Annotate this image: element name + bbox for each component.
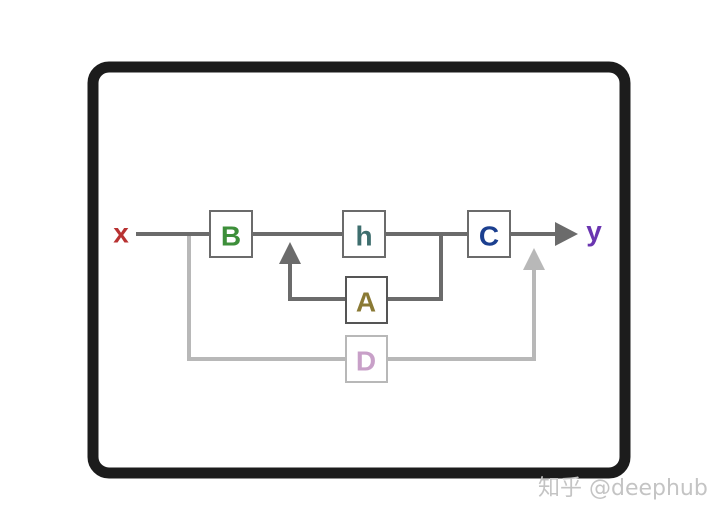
block-b	[209, 210, 253, 258]
block-d	[345, 335, 388, 383]
skip-arrow-head	[523, 248, 545, 270]
frame	[87, 61, 631, 479]
watermark: 知乎 @deephub	[538, 476, 708, 501]
block-a-label: A	[356, 287, 376, 318]
block-c	[467, 210, 511, 258]
block-b-label: B	[221, 221, 241, 252]
input-label-x: x	[113, 218, 129, 249]
output-arrow-head	[555, 222, 578, 246]
block-h	[342, 210, 386, 258]
output-label-y: y	[586, 216, 602, 247]
feedback-arrow-head	[279, 242, 301, 264]
block-d-label: D	[356, 346, 376, 377]
block-c-label: C	[479, 221, 499, 252]
block-h-label: h	[355, 221, 372, 252]
block-a	[345, 276, 388, 324]
